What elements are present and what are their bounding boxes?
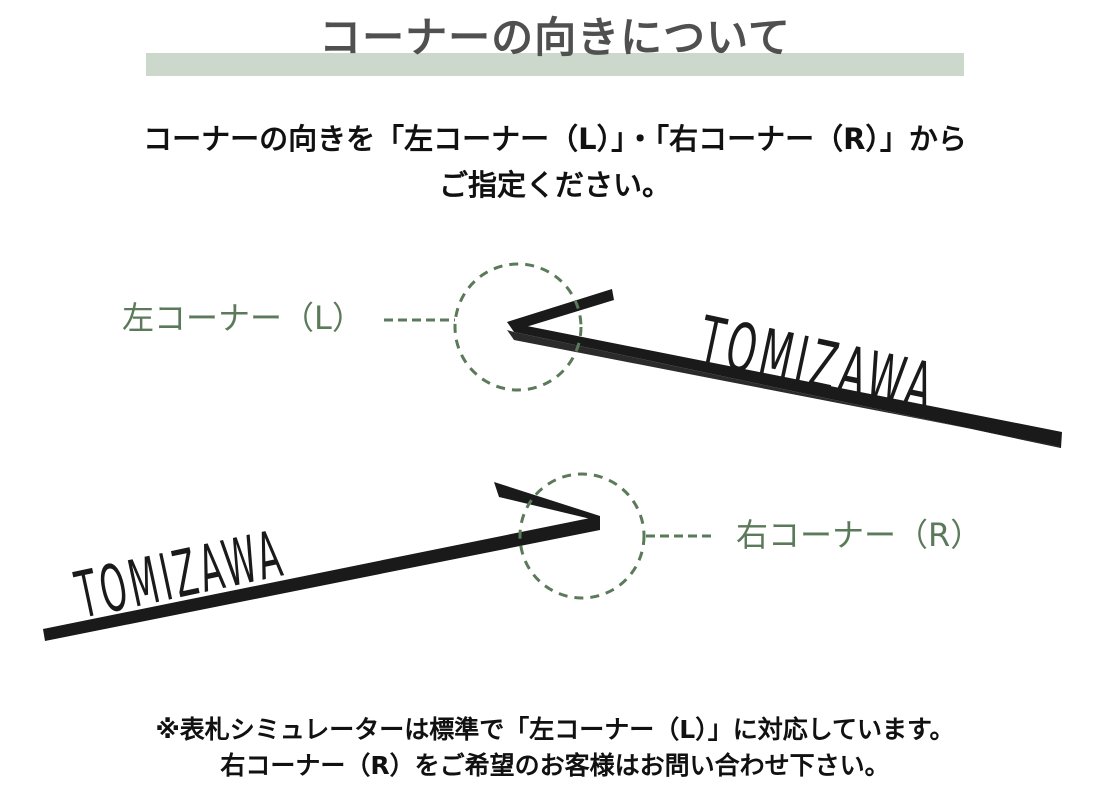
instruction-line-1: コーナーの向きを「左コーナー（L）」・「右コーナー（R）」から <box>143 122 967 156</box>
right-plate-bar <box>43 516 600 641</box>
right-corner-highlight-circle <box>518 472 646 600</box>
left-plate-name: TOMIZAWA <box>692 302 943 428</box>
instruction-line-2: ご指定ください。 <box>438 168 671 202</box>
left-plate-bar-edge <box>507 330 1061 448</box>
right-corner-plate: TOMIZAWA <box>43 472 716 641</box>
left-corner-label: 左コーナー（L） <box>122 299 364 337</box>
footnote: ※表札シミュレーターは標準で「左コーナー（L）」に対応しています。 右コーナー（… <box>0 712 1110 784</box>
left-plate-return <box>507 289 614 330</box>
title-underline-band <box>146 53 964 76</box>
left-corner-highlight-circle <box>453 262 583 392</box>
instruction-text: コーナーの向きを「左コーナー（L）」・「右コーナー（R）」から ご指定ください。 <box>0 116 1110 208</box>
right-plate-return <box>494 482 600 520</box>
right-plate-name: TOMIZAWA <box>69 516 291 634</box>
footnote-line-1: ※表札シミュレーターは標準で「左コーナー（L）」に対応しています。 <box>155 715 955 744</box>
right-corner-label: 右コーナー（R） <box>736 516 983 554</box>
left-plate-bar <box>507 322 1062 448</box>
footnote-line-2: 右コーナー（R）をご希望のお客様はお問い合わせ下さい。 <box>220 751 890 780</box>
page-title: コーナーの向きについて <box>319 13 791 62</box>
left-corner-plate: TOMIZAWA <box>384 262 1062 448</box>
